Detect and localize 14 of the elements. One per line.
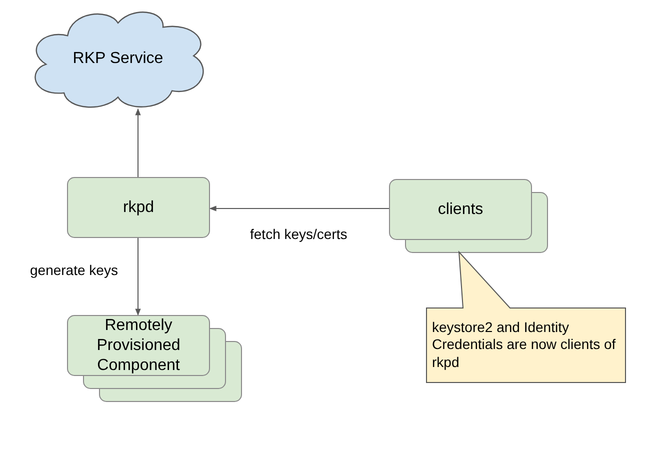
arrow bbox=[135, 238, 141, 316]
edge-label: fetch keys/certs bbox=[248, 226, 350, 242]
node-label: clients bbox=[436, 200, 484, 220]
node-label: rkpd bbox=[122, 198, 156, 218]
node-label: RKP Service bbox=[72, 49, 164, 69]
stacked-component-box bbox=[67, 315, 242, 402]
stacked-component-box bbox=[389, 179, 548, 253]
component-box bbox=[67, 177, 210, 238]
edge-label: generate keys bbox=[28, 262, 120, 278]
arrow bbox=[135, 108, 141, 178]
note-text: keystore2 and Identity Credentials are now clients of rkpd bbox=[432, 318, 617, 372]
callout-bubble bbox=[426, 250, 626, 383]
arrow bbox=[209, 206, 390, 212]
node-label: Remotely Provisioned Component bbox=[96, 316, 182, 376]
